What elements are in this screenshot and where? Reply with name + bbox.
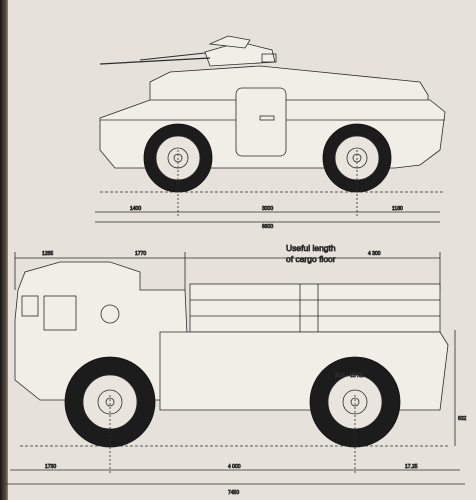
apc-side-view — [95, 35, 446, 223]
apc-dim-overall: 6600 — [262, 224, 273, 230]
truck-tyre-size: 20.5 – 25 XL — [335, 373, 364, 379]
truck-dim-top-a: 1285 — [42, 251, 53, 257]
truck-dim-rear: 17.25 — [405, 464, 418, 470]
apc-dim-wheelbase: 3000 — [262, 206, 273, 212]
truck-side-view — [5, 252, 465, 485]
truck-dim-height: 632 — [458, 416, 467, 422]
truck-rear-wheel — [309, 356, 401, 448]
cargo-label-line1: Useful length — [286, 243, 336, 253]
truck-dim-top-b: 1770 — [135, 251, 146, 257]
book-spine — [0, 0, 10, 500]
apc-dim-front: 1400 — [130, 206, 141, 212]
truck-dim-top-c: 4 300 — [368, 251, 381, 257]
truck-dim-wheelbase: 4 000 — [228, 464, 241, 470]
truck-dim-bottom-a: 1730 — [45, 464, 56, 470]
truck-front-wheel — [64, 356, 156, 448]
cargo-label-line2: of cargo floor — [286, 254, 336, 264]
truck-dim-overall: 7450 — [228, 490, 239, 496]
apc-dim-rear: 1180 — [392, 206, 403, 212]
